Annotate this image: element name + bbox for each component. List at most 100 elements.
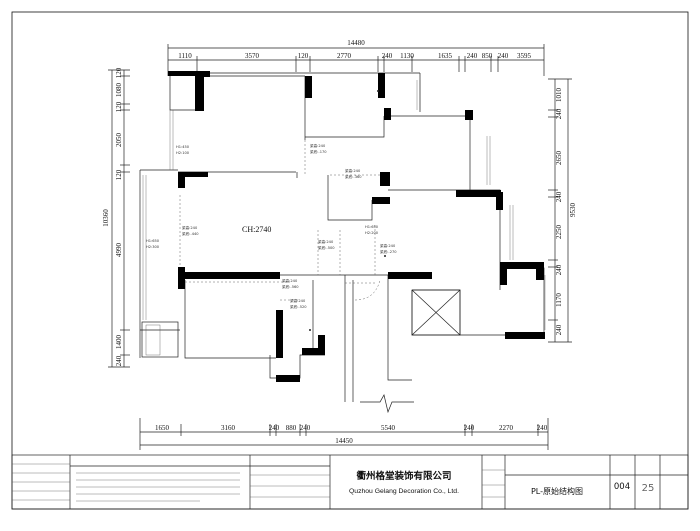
top-seg-7: 1635 (438, 52, 453, 60)
left-seg-7: 1400 (115, 335, 123, 350)
left-seg-1: 120 (115, 67, 123, 78)
bottom-seg-8: 2270 (499, 424, 514, 432)
right-seg-5: 2250 (555, 225, 563, 240)
right-dimension-chain: 9530 1010 240 2650 240 2250 240 1170 240 (548, 78, 577, 343)
top-seg-8: 240 (467, 52, 478, 60)
column (168, 71, 195, 76)
top-seg-10: 240 (498, 52, 509, 60)
ceiling-height-label: CH:2740 (242, 225, 271, 234)
bottom-seg-3: 240 (269, 424, 280, 432)
top-seg-2: 3570 (245, 52, 260, 60)
bottom-seg-5: 240 (300, 424, 311, 432)
top-seg-11: 3595 (517, 52, 532, 60)
top-dimension-chain: 14480 1110 3570 120 2770 240 1130 1635 2… (167, 39, 545, 76)
left-dimension-chain: 10360 120 1080 120 2050 120 4990 1400 24… (102, 67, 130, 368)
column (302, 348, 324, 355)
svg-text:H1:650: H1:650 (365, 225, 379, 229)
bottom-total-dimension: 14450 (335, 437, 353, 445)
drawing-number: 004 (614, 482, 630, 492)
top-seg-4: 2770 (337, 52, 352, 60)
svg-text:梁高:240: 梁高:240 (282, 278, 298, 283)
svg-text:梁高:240: 梁高:240 (310, 143, 326, 148)
company-name-cn: 衢州格堂装饰有限公司 (356, 470, 451, 482)
svg-text:梁高:240: 梁高:240 (380, 243, 396, 248)
column (178, 267, 185, 289)
title-block: 衢州格堂装饰有限公司 Quzhou Gelang Decoration Co.,… (11, 454, 689, 510)
svg-text:梁高:240: 梁高:240 (345, 168, 361, 173)
top-seg-5: 240 (382, 52, 393, 60)
svg-text:梁底:-360: 梁底:-360 (345, 174, 362, 179)
left-seg-2: 1080 (115, 83, 123, 98)
left-seg-6: 4990 (115, 243, 123, 258)
left-seg-4: 2050 (115, 133, 123, 148)
bottom-seg-2: 3160 (221, 424, 236, 432)
column (456, 190, 501, 197)
right-seg-1: 1010 (555, 88, 563, 103)
svg-text:H2:200: H2:200 (365, 231, 379, 235)
column (195, 71, 204, 111)
bottom-seg-4: 880 (286, 424, 297, 432)
column (388, 272, 432, 279)
left-seg-5: 120 (115, 169, 123, 180)
column (185, 272, 280, 279)
top-seg-9: 850 (482, 52, 493, 60)
right-seg-6: 240 (555, 264, 563, 275)
column (276, 375, 300, 382)
company-name-en: Quzhou Gelang Decoration Co., Ltd. (349, 488, 459, 495)
svg-text:梁底:-520: 梁底:-520 (290, 304, 307, 309)
column (276, 310, 283, 358)
svg-text:梁底:-170: 梁底:-170 (310, 149, 327, 154)
svg-text:梁底:-270: 梁底:-270 (380, 249, 397, 254)
elevator-shaft (411, 289, 461, 336)
top-seg-3: 120 (298, 52, 309, 60)
bottom-seg-9: 240 (537, 424, 548, 432)
svg-text:梁高:240: 梁高:240 (290, 298, 306, 303)
column (536, 262, 544, 280)
top-seg-6: 1130 (400, 52, 414, 60)
bottom-seg-7: 240 (464, 424, 475, 432)
column (500, 262, 544, 269)
break-line (360, 394, 414, 414)
svg-text:梁底:-500: 梁底:-500 (318, 245, 335, 250)
column (178, 172, 185, 188)
beam-notes: 梁高:240 梁底:-170 梁高:240 梁底:-360 梁高:240 梁底:… (146, 143, 397, 309)
left-seg-8: 240 (115, 355, 123, 366)
column (318, 335, 325, 355)
cabinet (141, 321, 179, 358)
left-seg-3: 120 (115, 101, 123, 112)
bottom-seg-6: 5540 (381, 424, 396, 432)
left-total-dimension: 10360 (102, 209, 110, 227)
bottom-seg-1: 1650 (155, 424, 170, 432)
right-total-dimension: 9530 (569, 203, 577, 218)
svg-text:梁高:240: 梁高:240 (318, 239, 334, 244)
cabinet-inner (145, 324, 161, 356)
svg-text:H1:650: H1:650 (146, 239, 160, 243)
right-seg-7: 1170 (555, 293, 563, 307)
drawing-frame (11, 11, 689, 510)
svg-text:H2:100: H2:100 (176, 151, 190, 155)
right-seg-4: 240 (555, 191, 563, 202)
column (380, 172, 390, 186)
page-number: 25 (642, 483, 655, 494)
column (305, 76, 312, 98)
right-seg-3: 2650 (555, 151, 563, 166)
svg-text:梁底:-440: 梁底:-440 (182, 231, 199, 236)
svg-text:H2:300: H2:300 (146, 245, 160, 249)
column (178, 172, 208, 177)
floor-plan: CH:2740 梁高:240 梁底:-170 梁高:240 梁底:-360 梁高… (139, 71, 546, 414)
bottom-dimension-chain: 14450 1650 3160 240 880 240 5540 240 227… (139, 418, 549, 450)
right-seg-8: 240 (555, 324, 563, 335)
column (384, 108, 391, 120)
drawing-title: PL-原始结构图 (531, 486, 583, 496)
svg-text:H1:450: H1:450 (176, 145, 190, 149)
top-seg-1: 1110 (178, 52, 192, 60)
right-seg-2: 240 (555, 108, 563, 119)
svg-text:梁底:-560: 梁底:-560 (282, 284, 299, 289)
column (465, 110, 473, 120)
column (500, 265, 507, 285)
svg-text:梁高:240: 梁高:240 (182, 225, 198, 230)
column (505, 332, 545, 339)
column (378, 73, 385, 98)
column (372, 197, 390, 204)
